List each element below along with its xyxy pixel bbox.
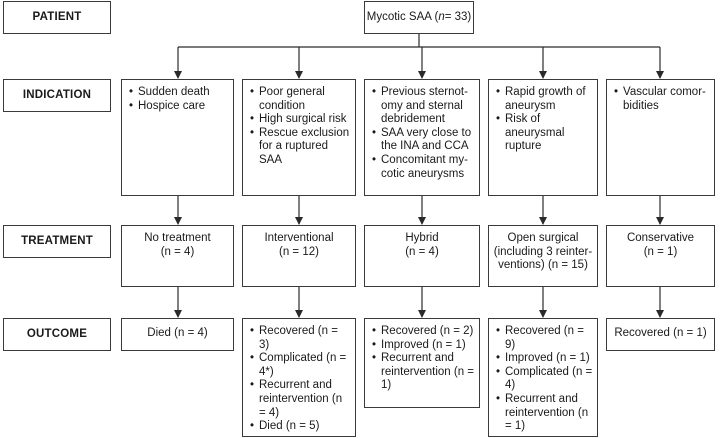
- treatment-name: Open surgical: [507, 232, 579, 244]
- outcome-text: Died (n = 4): [147, 327, 208, 339]
- outcome-item: Improved (n = 1): [496, 352, 593, 366]
- row-label-patient: PATIENT: [3, 1, 111, 34]
- indication-box-interventional: Poor general condition High surgical ris…: [242, 79, 356, 196]
- indication-item: Poor general condition: [250, 86, 351, 113]
- treatment-box-hybrid: Hybrid (n = 4): [364, 225, 480, 287]
- outcome-item: Complicated (n = 4*): [250, 352, 351, 379]
- indication-item: Vascular comor-bidities: [614, 86, 710, 113]
- outcome-box-conservative: Recovered (n = 1): [606, 318, 715, 351]
- treatment-name: No treatment: [144, 232, 211, 244]
- outcome-item: Recurrent and reintervention (n = 4): [250, 379, 351, 420]
- treatment-name: Conservative: [626, 232, 695, 244]
- indication-box-conservative: Vascular comor-bidities: [606, 79, 715, 196]
- arrow-group: [174, 47, 664, 318]
- indication-item: Sudden death: [129, 86, 229, 100]
- outcome-item: Recovered (n = 3): [250, 325, 351, 352]
- indication-item: SAA very close to the INA and CCA: [372, 127, 475, 154]
- treatment-count: (n = 1): [643, 245, 678, 258]
- treatment-box-no-treatment: No treatment (n = 4): [121, 225, 234, 287]
- outcome-box-open-surgical: Recovered (n = 9) Improved (n = 1) Compl…: [488, 318, 598, 437]
- indication-item: Previous sternot-omy and sternal debride…: [372, 86, 475, 127]
- treatment-box-interventional: Interventional (n = 12): [242, 225, 356, 287]
- root-node-mycotic-saa: Mycotic SAA (n = 33): [364, 1, 474, 34]
- outcome-item: Died (n = 5): [250, 420, 351, 434]
- outcome-item: Recovered (n = 2): [372, 325, 475, 339]
- outcome-item: Recurrent and reintervention (n = 1): [496, 393, 593, 434]
- outcome-item: Recovered (n = 9): [496, 325, 593, 352]
- treatment-name: Interventional: [264, 232, 334, 244]
- treatment-box-conservative: Conservative (n = 1): [606, 225, 715, 287]
- treatment-count: (n = 4): [405, 245, 439, 258]
- indication-box-no-treatment: Sudden death Hospice care: [121, 79, 234, 196]
- row-label-treatment: TREATMENT: [3, 225, 111, 258]
- indication-item: Concomitant my-cotic aneurysms: [372, 154, 475, 181]
- indication-item: Rapid growth of aneurysm: [496, 86, 593, 113]
- indication-item: Hospice care: [129, 100, 229, 114]
- outcome-box-hybrid: Recovered (n = 2) Improved (n = 1) Recur…: [364, 318, 480, 408]
- treatment-name: Hybrid: [405, 232, 439, 244]
- outcome-box-interventional: Recovered (n = 3) Complicated (n = 4*) R…: [242, 318, 356, 437]
- row-label-outcome: OUTCOME: [3, 318, 111, 351]
- outcome-text: Recovered (n = 1): [614, 327, 707, 339]
- indication-box-hybrid: Previous sternot-omy and sternal debride…: [364, 79, 480, 196]
- indication-item: Risk of aneurysmal rupture: [496, 113, 593, 154]
- treatment-detail: (including 3 reinter-ventions) (n = 15): [493, 245, 593, 272]
- indication-item: Rescue exclusion for a ruptured SAA: [250, 127, 351, 168]
- treatment-count: (n = 4): [160, 245, 195, 258]
- treatment-count: (n = 12): [279, 245, 319, 258]
- row-label-indication: INDICATION: [3, 79, 111, 112]
- outcome-box-no-treatment: Died (n = 4): [121, 318, 234, 351]
- outcome-item: Complicated (n = 4): [496, 366, 593, 393]
- indication-item: High surgical risk: [250, 113, 351, 127]
- outcome-item: Recurrent and reintervention (n = 1): [372, 352, 475, 393]
- indication-box-open-surgical: Rapid growth of aneurysm Risk of aneurys…: [488, 79, 598, 196]
- outcome-item: Improved (n = 1): [372, 339, 475, 353]
- treatment-box-open-surgical: Open surgical (including 3 reinter-venti…: [488, 225, 598, 287]
